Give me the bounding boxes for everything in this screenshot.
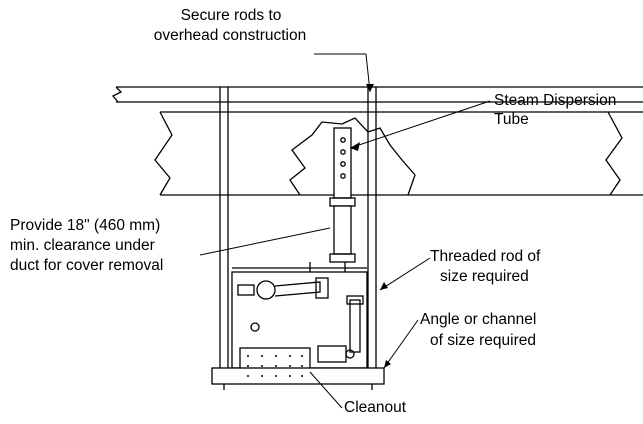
duct bbox=[154, 111, 643, 196]
overhead-beam bbox=[111, 86, 643, 103]
label-threaded-rod-1: Threaded rod of bbox=[430, 248, 541, 265]
label-clearance-3: duct for cover removal bbox=[10, 257, 164, 274]
steam-dispersion-tube bbox=[329, 127, 356, 263]
label-secure-rods-2: overhead construction bbox=[153, 27, 307, 44]
humidifier-cabinet bbox=[231, 262, 368, 383]
cleanout-dots bbox=[247, 84, 391, 377]
label-clearance-1: Provide 18" (460 mm) bbox=[10, 217, 161, 234]
threaded-rods bbox=[219, 87, 377, 368]
label-cleanout: Cleanout bbox=[344, 399, 407, 416]
label-threaded-rod-2: size required bbox=[440, 268, 529, 285]
label-clearance-2: min. clearance under bbox=[10, 237, 155, 254]
support-angle bbox=[211, 367, 385, 390]
label-steam-tube-2: Tube bbox=[494, 111, 529, 128]
label-angle-1: Angle or channel bbox=[420, 311, 537, 328]
label-secure-rods-1: Secure rods to bbox=[180, 7, 282, 24]
label-steam-tube-1: Steam Dispersion bbox=[494, 92, 617, 109]
label-angle-2: of size required bbox=[430, 332, 536, 349]
